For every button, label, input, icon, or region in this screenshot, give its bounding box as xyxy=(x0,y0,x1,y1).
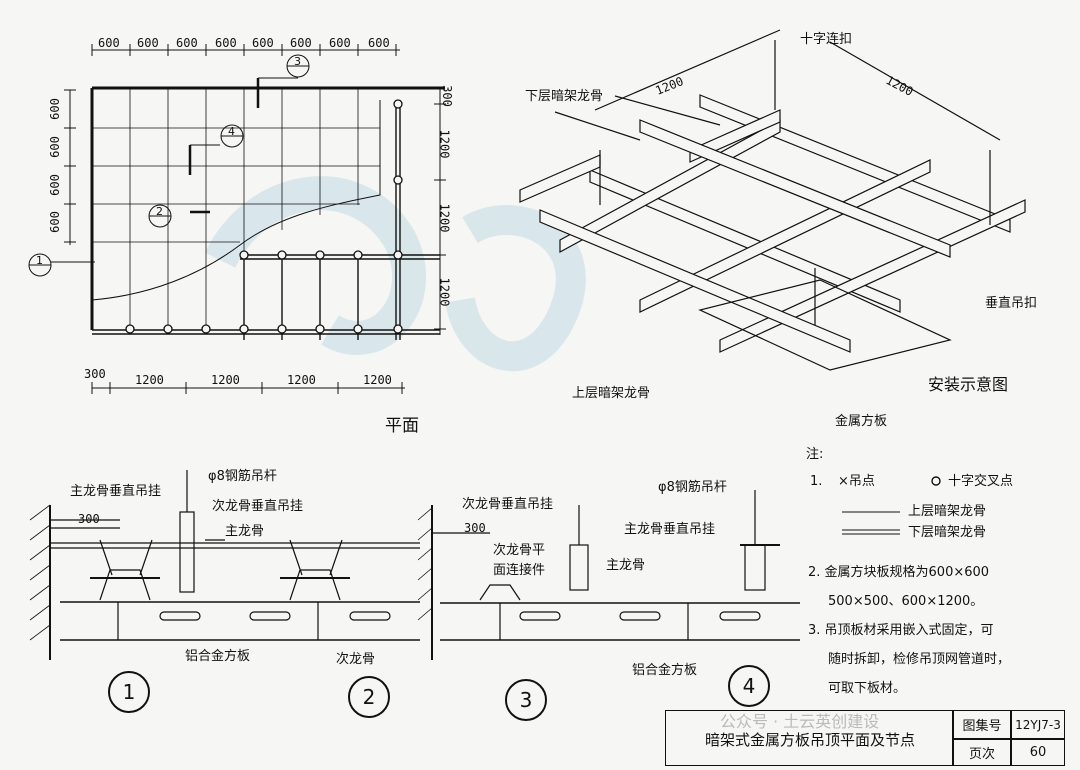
detail-dim-300-1: 300 xyxy=(78,512,100,526)
detail-number-4: 4 xyxy=(728,665,770,707)
page-label: 页次 xyxy=(968,747,995,762)
label-main-hanger-1: 主龙骨垂直吊挂 xyxy=(70,484,162,499)
detail-number-2: 2 xyxy=(348,676,390,718)
detail-number-3-text: 3 xyxy=(519,688,533,712)
plan-top-dim: 600 xyxy=(137,36,159,50)
plan-left-dim: 600 xyxy=(47,211,62,233)
plan-bottom-dim: 1200 xyxy=(211,373,240,387)
note-2-line1: 2. 金属方块板规格为600×600 xyxy=(808,565,990,580)
note-3-line3: 可取下板材。 xyxy=(828,681,907,696)
plan-bottom-dim: 1200 xyxy=(135,373,164,387)
section-mark-3: 3 xyxy=(294,55,301,68)
notes-title: 注: xyxy=(806,447,824,462)
plan-top-dim: 600 xyxy=(215,36,237,50)
detail-number-1: 1 xyxy=(108,671,150,713)
label-main-keel-1: 主龙骨 xyxy=(225,524,265,539)
plan-left-dim: 600 xyxy=(47,98,62,120)
note-3-line1: 3. 吊顶板材采用嵌入式固定，可 xyxy=(808,623,994,638)
plan-drawing xyxy=(28,44,446,394)
plan-top-dim: 600 xyxy=(98,36,120,50)
note-hang-point: ×吊点 xyxy=(838,474,875,489)
label-lower-keel: 下层暗架龙骨 xyxy=(525,89,604,104)
detail-number-1-text: 1 xyxy=(122,680,136,704)
atlas-number: 12YJ7-3 xyxy=(1015,717,1061,732)
label-panel-3: 铝合金方板 xyxy=(632,663,698,678)
plan-top-dim: 600 xyxy=(252,36,274,50)
label-sub-keel: 次龙骨 xyxy=(336,652,376,667)
notes-legend-lines xyxy=(842,476,941,535)
page-number: 60 xyxy=(1029,745,1047,760)
plan-bottom-dim: 1200 xyxy=(363,373,392,387)
section-mark-1: 1 xyxy=(36,254,43,267)
title-block: 暗架式金属方板吊顶平面及节点 图集号 12YJ7-3 页次 60 xyxy=(665,710,1065,766)
detail-dim-300-3: 300 xyxy=(464,521,486,535)
label-connector-line2: 面连接件 xyxy=(493,563,546,578)
note-3-line2: 随时拆卸，检修吊顶网管道时， xyxy=(828,652,1011,667)
plan-top-dim: 600 xyxy=(368,36,390,50)
atlas-label: 图集号 xyxy=(962,719,1002,734)
label-rod-1: φ8钢筋吊杆 xyxy=(208,469,277,484)
detail-number-2-text: 2 xyxy=(362,685,376,709)
iso-title: 安装示意图 xyxy=(928,375,1009,394)
label-panel-1: 铝合金方板 xyxy=(185,649,251,664)
label-cross-clip: 十字连扣 xyxy=(800,32,853,47)
plan-right-dim: 1200 xyxy=(437,203,452,233)
detail-3-4-drawing xyxy=(417,490,800,660)
note-1-num: 1. xyxy=(810,474,823,489)
iso-drawing xyxy=(519,29,1026,371)
label-main-hanger-4: 主龙骨垂直吊挂 xyxy=(624,522,716,537)
section-mark-2: 2 xyxy=(156,205,163,218)
plan-bottom-dim: 1200 xyxy=(287,373,316,387)
plan-left-dim: 600 xyxy=(47,136,62,158)
detail-1-2-drawing xyxy=(29,470,420,660)
label-upper-keel: 上层暗架龙骨 xyxy=(572,386,651,401)
plan-title: 平面 xyxy=(385,416,419,436)
note-upper-legend: 上层暗架龙骨 xyxy=(908,504,987,519)
label-connector-line1: 次龙骨平 xyxy=(493,543,546,558)
drawing-title: 暗架式金属方板吊顶平面及节点 xyxy=(704,730,915,749)
note-cross-point: 十字交叉点 xyxy=(948,474,1014,489)
label-vertical-hanger: 垂直吊扣 xyxy=(985,296,1038,311)
section-mark-4: 4 xyxy=(228,125,235,138)
detail-number-4-text: 4 xyxy=(742,674,756,698)
detail-number-3: 3 xyxy=(505,679,547,721)
plan-bottom-dim: 300 xyxy=(84,367,106,381)
label-main-keel-3: 主龙骨 xyxy=(606,558,646,573)
plan-top-dim: 600 xyxy=(176,36,198,50)
plan-top-dim: 600 xyxy=(329,36,351,50)
note-2-line2: 500×500、600×1200。 xyxy=(828,594,984,609)
label-metal-panel: 金属方板 xyxy=(835,414,888,429)
plan-right-dim: 300 xyxy=(439,85,454,107)
label-sub-hanger-3: 次龙骨垂直吊挂 xyxy=(462,497,554,512)
label-rod-4: φ8钢筋吊杆 xyxy=(658,480,727,495)
plan-right-dim: 1200 xyxy=(437,277,452,307)
plan-left-dim: 600 xyxy=(47,174,62,196)
note-lower-legend: 下层暗架龙骨 xyxy=(908,525,987,540)
label-sub-hanger-1: 次龙骨垂直吊挂 xyxy=(212,499,304,514)
watermark-text: 公众号 · 土云英创建设 xyxy=(720,712,880,731)
plan-right-dim: 1200 xyxy=(437,129,452,159)
plan-top-dim: 600 xyxy=(290,36,312,50)
